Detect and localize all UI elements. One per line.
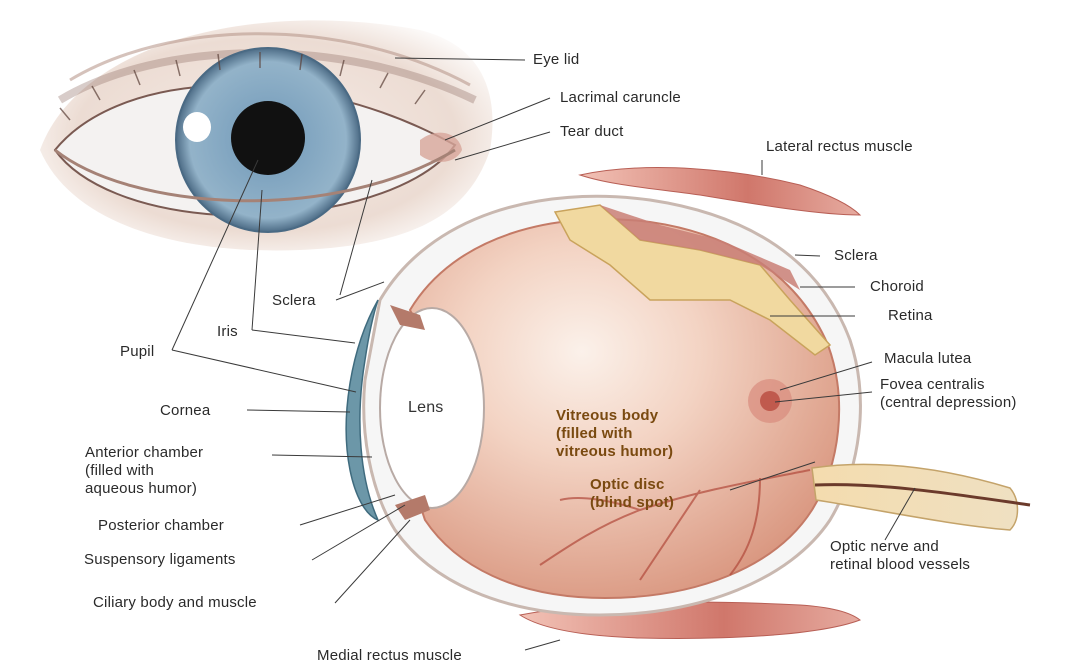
- label-iris: Iris: [217, 323, 238, 341]
- label-lateral-rectus: Lateral rectus muscle: [766, 138, 913, 156]
- leader-medial-rectus: [525, 640, 560, 650]
- label-lens: Lens: [408, 399, 444, 417]
- fovea-shape: [760, 391, 780, 411]
- label-macula-lutea: Macula lutea: [884, 350, 971, 368]
- label-pupil: Pupil: [120, 343, 154, 361]
- label-optic-disc: Optic disc (blind spot): [590, 476, 674, 512]
- label-lacrimal-caruncle: Lacrimal caruncle: [560, 89, 681, 107]
- leader-iris-2: [252, 330, 355, 343]
- label-sclera-right: Sclera: [834, 247, 878, 265]
- label-anterior-chamber: Anterior chamber (filled with aqueous hu…: [85, 444, 203, 498]
- leader-pupil-2: [172, 350, 356, 392]
- label-eye-lid: Eye lid: [533, 51, 579, 69]
- label-choroid: Choroid: [870, 278, 924, 296]
- leader-ciliary: [335, 520, 410, 603]
- label-fovea-centralis: Fovea centralis (central depression): [880, 376, 1017, 412]
- label-ciliary-body: Ciliary body and muscle: [93, 594, 257, 612]
- leader-sclera-right: [795, 255, 820, 256]
- label-suspensory-ligaments: Suspensory ligaments: [84, 551, 236, 569]
- label-optic-nerve: Optic nerve and retinal blood vessels: [830, 538, 970, 574]
- label-tear-duct: Tear duct: [560, 123, 624, 141]
- label-medial-rectus: Medial rectus muscle: [317, 647, 462, 665]
- label-sclera-left: Sclera: [272, 292, 316, 310]
- optic-nerve-shape: [812, 464, 1018, 530]
- label-vitreous-body: Vitreous body (filled with vitreous humo…: [556, 407, 673, 461]
- label-posterior-chamber: Posterior chamber: [98, 517, 224, 535]
- leader-posterior-chamber: [300, 495, 395, 525]
- iris-highlight: [183, 112, 211, 142]
- leader-suspensory: [312, 505, 405, 560]
- leader-cornea: [247, 410, 350, 412]
- external-eye: [40, 20, 492, 250]
- pupil-external: [231, 101, 305, 175]
- label-retina: Retina: [888, 307, 933, 325]
- label-cornea: Cornea: [160, 402, 210, 420]
